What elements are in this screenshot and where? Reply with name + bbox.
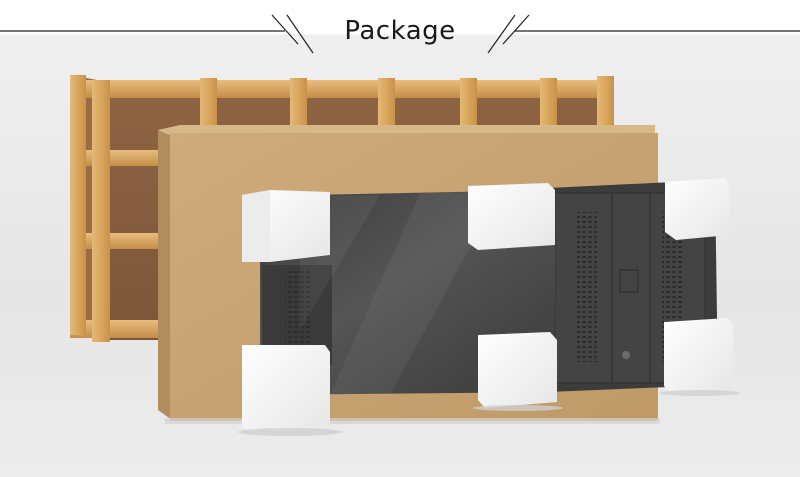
foam-corner-top-left-side <box>242 190 270 262</box>
header-right-slash-2 <box>502 14 530 45</box>
foam-corner-top-right <box>665 178 730 240</box>
foam-corner-bottom-right <box>664 318 733 394</box>
crate-top-slat <box>70 80 610 98</box>
header: Package <box>0 0 800 62</box>
foam-shadow <box>473 405 563 411</box>
crate-post <box>92 80 110 342</box>
header-left-slash-1 <box>271 14 299 45</box>
crate-post <box>70 75 86 335</box>
panel-port-cover <box>619 269 639 293</box>
crate-post <box>460 78 477 130</box>
wrap-sheen <box>330 192 500 395</box>
foam-corner-bottom-middle <box>478 332 557 408</box>
crate-post <box>200 78 217 130</box>
header-left-slash-2 <box>286 14 314 54</box>
page-title: Package <box>344 16 456 46</box>
foam-shadow <box>238 428 342 436</box>
foam-corner-top-middle <box>468 183 555 250</box>
header-decoration <box>0 14 800 54</box>
header-right-slash-1 <box>487 14 516 54</box>
panel-vent-grille <box>577 212 597 362</box>
crate-post <box>597 76 614 132</box>
crate-post <box>378 78 395 130</box>
panel-button <box>622 351 630 359</box>
box-side-face <box>158 130 172 420</box>
foam-shadow <box>660 390 740 396</box>
foam-corner-bottom-left <box>242 345 330 432</box>
box-shadow <box>165 418 660 424</box>
crate-post <box>290 78 307 130</box>
crate-post <box>540 78 557 130</box>
panel-vent-grille <box>285 270 311 350</box>
foam-corner-protectors <box>238 178 740 436</box>
